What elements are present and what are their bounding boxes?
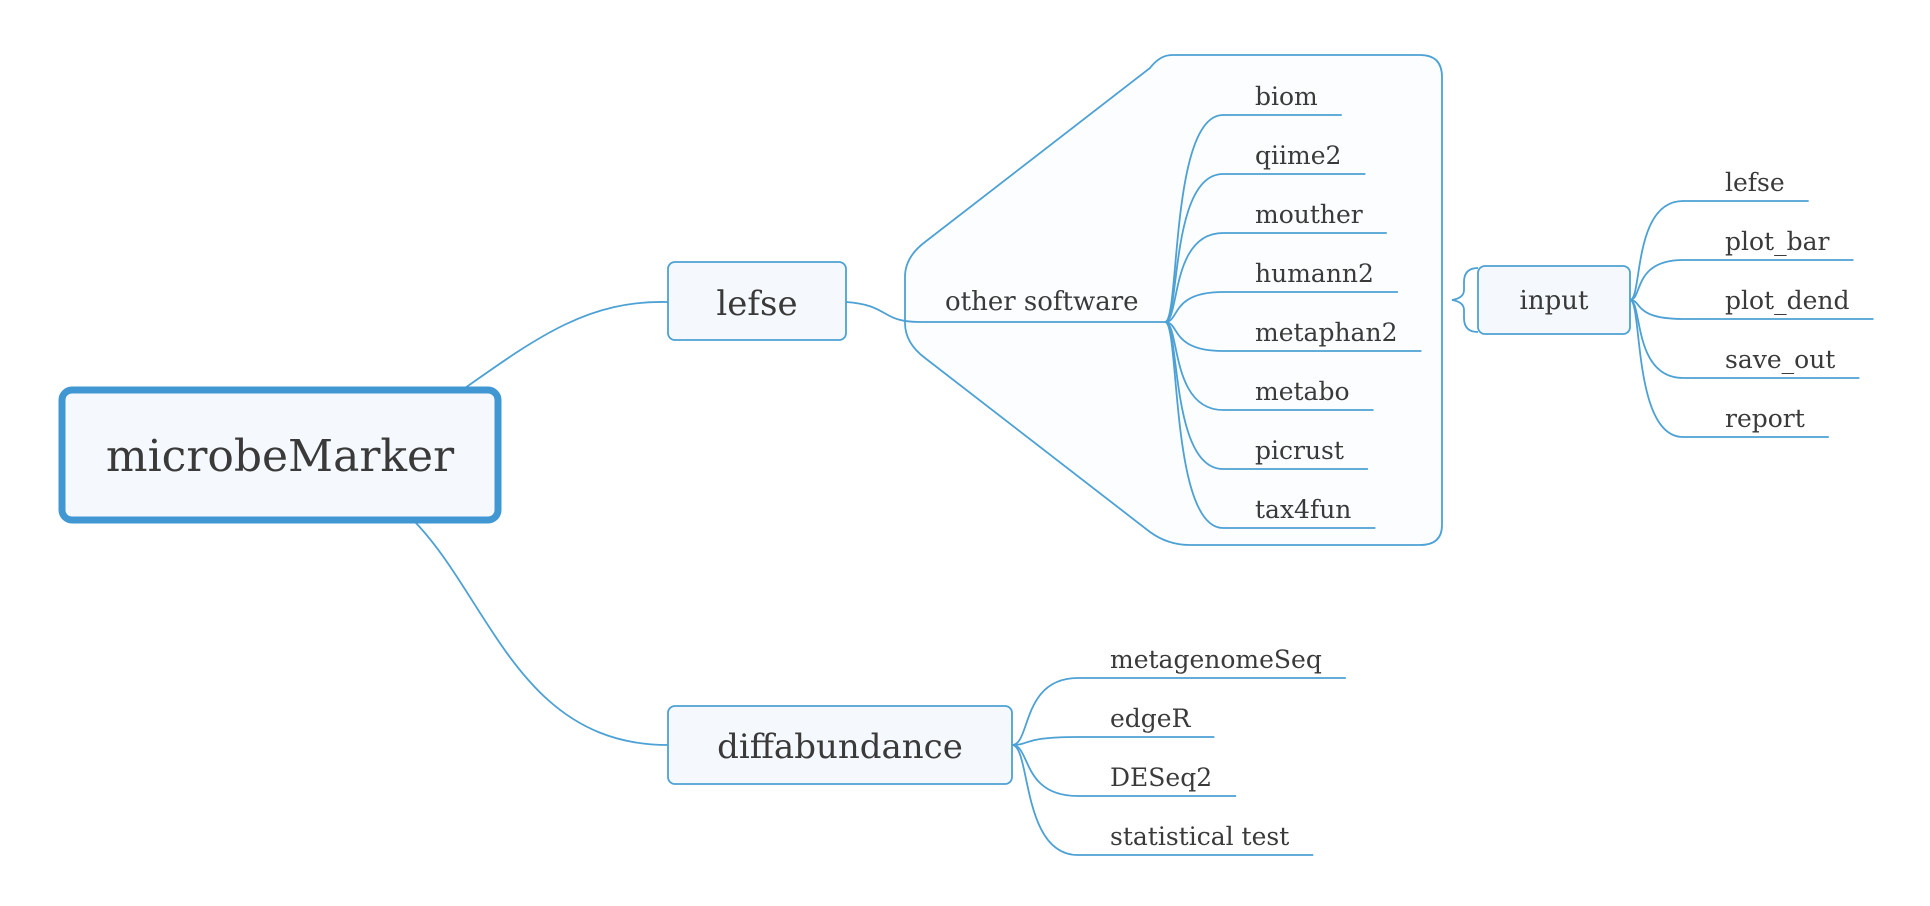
input-item[interactable]: save_out [1683, 345, 1860, 379]
diffabundance-item[interactable]: statistical test [1078, 822, 1314, 856]
input-item[interactable]: report [1683, 404, 1829, 438]
diffabundance-items: metagenomeSeq edgeR DESeq2 statistical test [1078, 645, 1346, 856]
root-label: microbeMarker [106, 431, 455, 482]
input-item-label: save_out [1725, 345, 1835, 374]
other-software-connector [1164, 232, 1224, 323]
input-node[interactable]: input [1477, 265, 1631, 335]
other-software-item[interactable]: metaphan2 [1223, 318, 1422, 352]
input-item-label: lefse [1725, 168, 1785, 197]
other-software-item-label: biom [1255, 82, 1318, 111]
other-software-label[interactable]: other software [945, 287, 1139, 317]
connector-root-diffabundance [414, 521, 669, 746]
other-software-item-label: qiime2 [1255, 141, 1341, 170]
input-item-label: report [1725, 404, 1805, 433]
other-software-item-label: tax4fun [1255, 495, 1351, 524]
other-software-connector [1164, 321, 1224, 529]
other-software-item-label: mouther [1255, 200, 1363, 229]
diffabundance-item[interactable]: edgeR [1078, 704, 1215, 738]
input-connector [1629, 299, 1684, 438]
connector-root-lefse [464, 301, 669, 389]
other-software-connectors [1164, 114, 1224, 529]
other-software-connector [1164, 321, 1224, 352]
other-software-item[interactable]: tax4fun [1223, 495, 1376, 529]
other-software-item[interactable]: picrust [1223, 436, 1368, 470]
diffabundance-item-label: metagenomeSeq [1110, 645, 1322, 674]
diffabundance-item-label: edgeR [1110, 704, 1192, 733]
other-software-item[interactable]: metabo [1223, 377, 1374, 411]
diffabundance-connector [1011, 744, 1079, 856]
other-software-item-label: humann2 [1255, 259, 1374, 288]
input-connector [1629, 259, 1684, 301]
input-label: input [1520, 286, 1589, 316]
lefse-label: lefse [716, 284, 797, 324]
diffabundance-item[interactable]: metagenomeSeq [1078, 645, 1346, 679]
other-software-item[interactable]: mouther [1223, 200, 1387, 234]
root-node[interactable]: microbeMarker [58, 386, 502, 524]
diffabundance-item-label: statistical test [1110, 822, 1289, 851]
input-item-label: plot_bar [1725, 227, 1830, 256]
input-item[interactable]: plot_dend [1683, 286, 1874, 320]
connector-lefse-other-software [845, 301, 1165, 323]
other-software-item[interactable]: qiime2 [1223, 141, 1366, 175]
input-connector [1629, 200, 1684, 301]
other-software-connector [1164, 291, 1224, 323]
diffabundance-connector [1011, 736, 1079, 746]
diffabundance-item[interactable]: DESeq2 [1078, 763, 1237, 797]
diffabundance-label: diffabundance [717, 727, 963, 767]
summary-brace [1451, 267, 1479, 333]
input-item[interactable]: plot_bar [1683, 227, 1854, 261]
lefse-node[interactable]: lefse [667, 261, 847, 341]
other-software-item-label: metabo [1255, 377, 1350, 406]
other-software-item[interactable]: humann2 [1223, 259, 1398, 293]
input-item-label: plot_dend [1725, 286, 1850, 315]
diffabundance-item-label: DESeq2 [1110, 763, 1212, 792]
input-connector [1629, 299, 1684, 320]
input-item[interactable]: lefse [1683, 168, 1809, 202]
other-software-connector [1164, 173, 1224, 323]
input-connectors [1629, 200, 1684, 438]
other-software-item[interactable]: biom [1223, 82, 1342, 116]
diffabundance-connectors [1011, 677, 1079, 856]
diffabundance-connector [1011, 744, 1079, 797]
other-software-items: biom qiime2 mouther humann2 metaphan2 metabo p… [1223, 82, 1422, 529]
diffabundance-connector [1011, 677, 1079, 746]
other-software-item-label: metaphan2 [1255, 318, 1397, 347]
other-software-item-label: picrust [1255, 436, 1344, 465]
diffabundance-node[interactable]: diffabundance [667, 705, 1013, 785]
